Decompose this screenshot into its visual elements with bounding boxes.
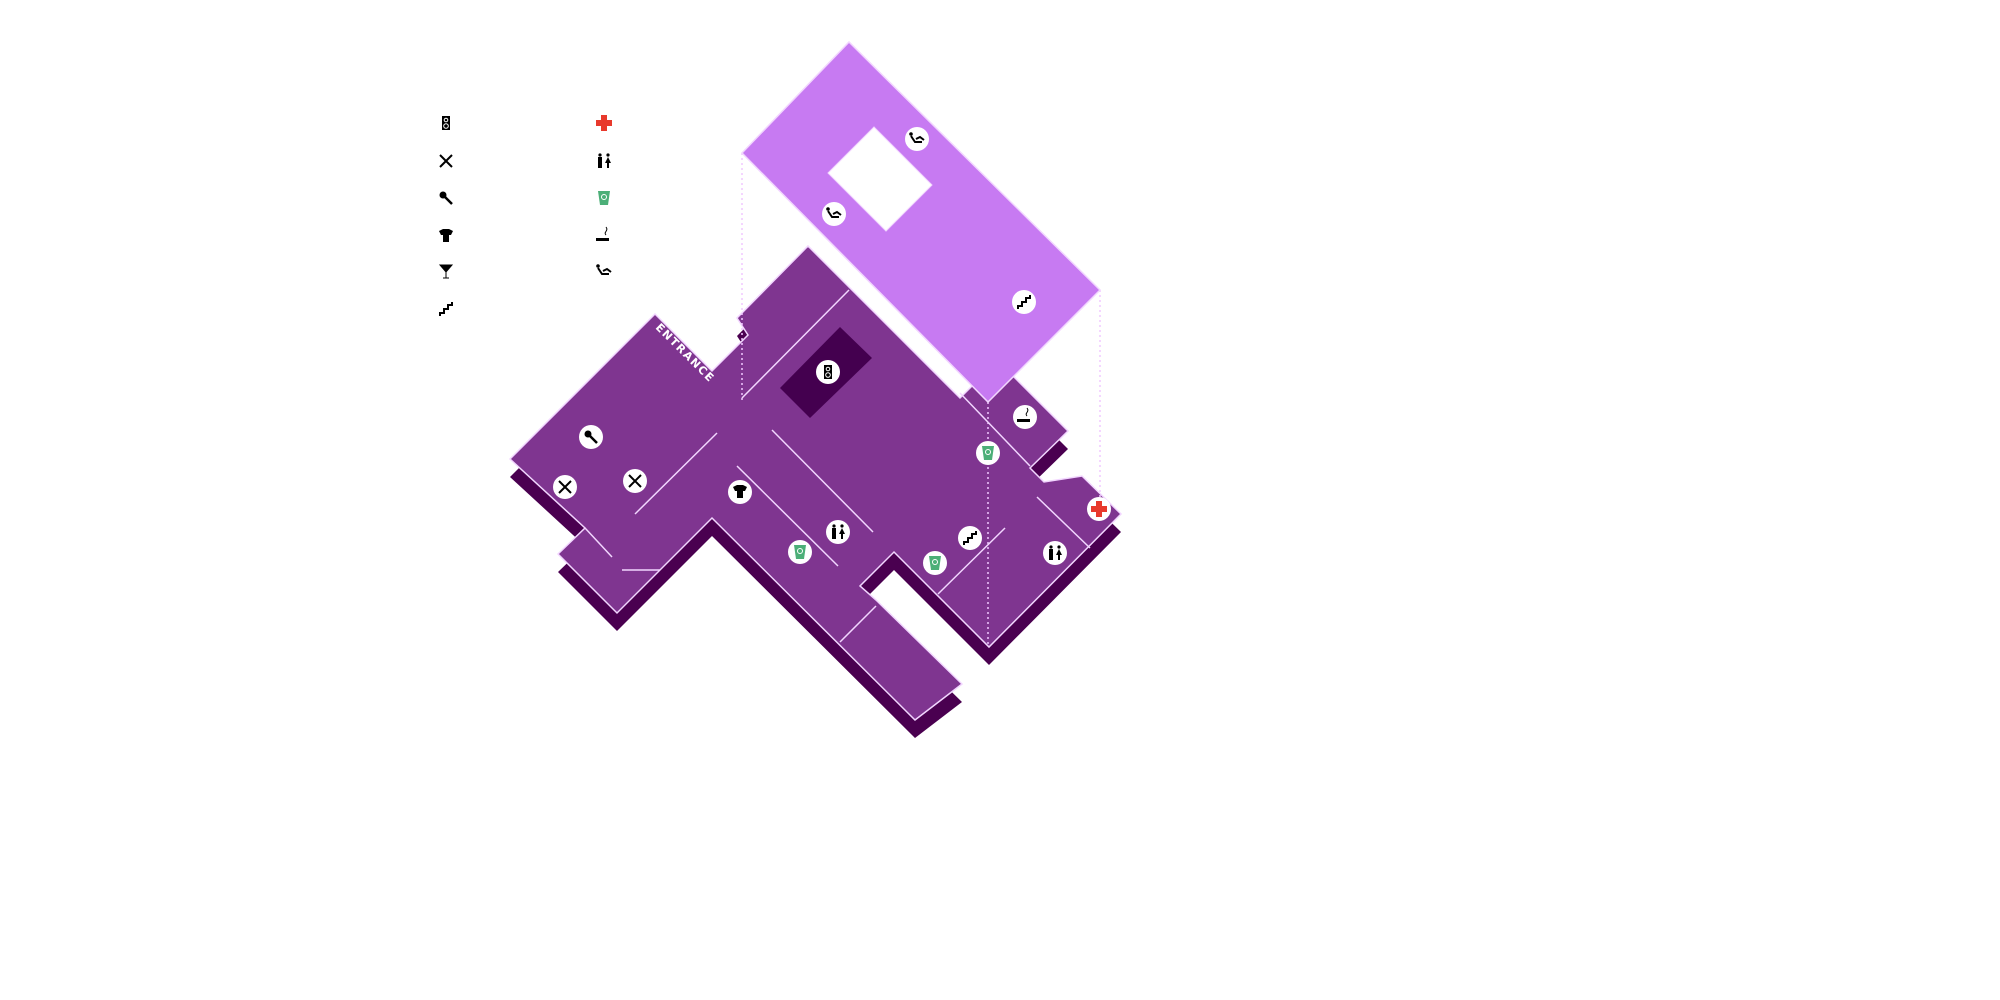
legend-lounge-icon (596, 264, 612, 275)
legend-toilets-icon (598, 153, 611, 168)
lounge-icon[interactable] (822, 202, 846, 226)
recycle-icon[interactable] (923, 551, 947, 575)
toilets-icon[interactable] (826, 520, 850, 544)
ground-floor: ENTRANCE (508, 153, 1123, 738)
legend-recycle-icon (598, 191, 610, 205)
toilets-icon[interactable] (1043, 541, 1067, 565)
legend-speaker-icon (442, 116, 450, 130)
key-icon[interactable] (579, 425, 603, 449)
smoking-icon[interactable] (1013, 405, 1037, 429)
stairs-icon[interactable] (958, 526, 982, 550)
legend-cocktail-icon (438, 264, 454, 279)
tshirt-icon[interactable] (728, 480, 752, 504)
stairs-icon[interactable] (1012, 290, 1036, 314)
lounge-icon[interactable] (905, 127, 929, 151)
legend-tshirt-icon (439, 229, 453, 242)
cutlery-icon[interactable] (623, 469, 647, 493)
legend-cutlery-icon (439, 154, 453, 168)
legend-first-aid-icon (596, 115, 612, 131)
upper-floor-surface[interactable] (740, 40, 1102, 404)
first-aid-icon[interactable] (1087, 497, 1111, 521)
legend-smoking-icon (596, 226, 609, 241)
legend-key-icon (439, 191, 453, 205)
legend (438, 115, 612, 316)
ground-floor-surface[interactable] (508, 244, 1123, 721)
recycle-icon[interactable] (788, 540, 812, 564)
interior-walls (584, 289, 1091, 643)
speaker-icon[interactable] (816, 360, 840, 384)
upper-floor-void (827, 126, 933, 232)
legend-stairs-icon (439, 302, 453, 316)
map-icons (553, 127, 1111, 575)
cutlery-icon[interactable] (553, 475, 577, 499)
recycle-icon[interactable] (976, 441, 1000, 465)
upper-floor (740, 40, 1102, 404)
